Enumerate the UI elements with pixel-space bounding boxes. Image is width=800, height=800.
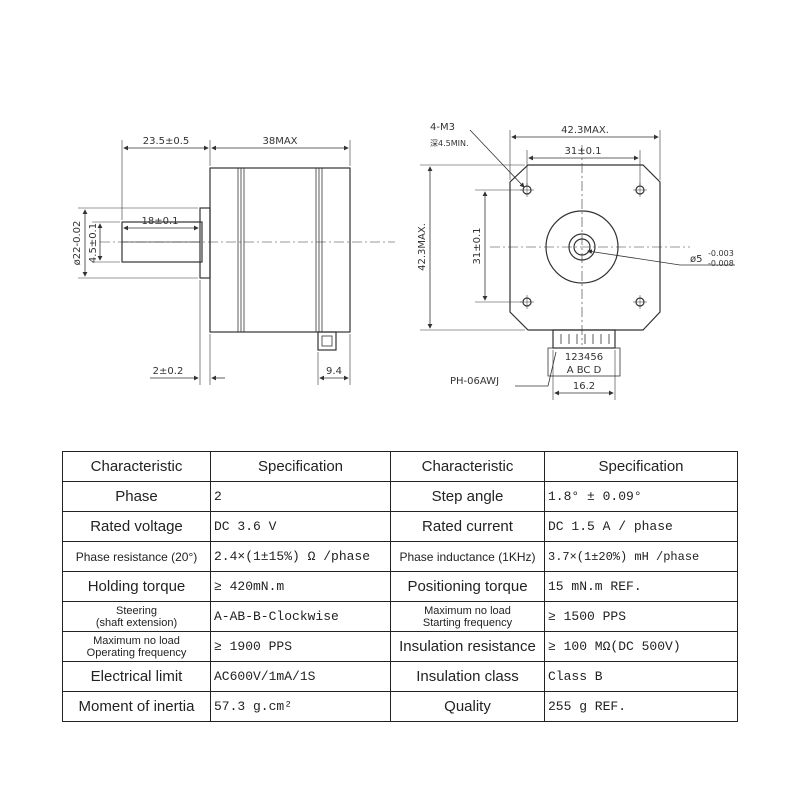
char-insulation-class: Insulation class: [390, 661, 545, 692]
side-connector: [317, 331, 337, 351]
char-operating-frequency-line1: Maximum no load: [93, 634, 180, 647]
char-starting-frequency: Maximum no load Starting frequency: [390, 601, 545, 632]
dim-body-length: 38MAX: [262, 136, 297, 147]
char-steering: Steering (shaft extension): [62, 601, 211, 632]
dim-hole-spacing-x: 31±0.1: [564, 146, 601, 157]
connector-width: 16.2: [573, 381, 595, 392]
front-view: [420, 129, 735, 400]
motor-face: [509, 164, 661, 331]
char-rated-voltage: Rated voltage: [62, 511, 211, 542]
holes-depth: 深4.5MIN.: [430, 139, 469, 148]
header-specification: Specification: [544, 451, 738, 482]
char-operating-frequency: Maximum no load Operating frequency: [62, 631, 211, 662]
spec-insulation-resistance: ≥ 100 MΩ(DC 500V): [544, 631, 738, 662]
side-view: [78, 140, 395, 385]
dim-shaft-diameter: ø22-0.02: [72, 221, 83, 266]
header-characteristic: Characteristic: [62, 451, 211, 482]
table-row: Rated voltage DC 3.6 V Rated current DC …: [62, 511, 738, 542]
spec-operating-frequency: ≥ 1900 PPS: [210, 631, 391, 662]
connector-model: PH-06AWJ: [450, 376, 499, 387]
char-phase-inductance: Phase inductance (1KHz): [390, 541, 545, 572]
table-row: Holding torque ≥ 420mN.m Positioning tor…: [62, 571, 738, 602]
dim-height: 42.3MAX.: [417, 223, 428, 271]
spec-quality: 255 g REF.: [544, 691, 738, 722]
spec-step-angle: 1.8° ± 0.09°: [544, 481, 738, 512]
char-operating-frequency-line2: Operating frequency: [86, 646, 187, 659]
table-row: Moment of inertia 57.3 g.cm² Quality 255…: [62, 691, 738, 722]
char-starting-frequency-line2: Starting frequency: [422, 616, 513, 629]
spec-holding-torque: ≥ 420mN.m: [210, 571, 391, 602]
pin-numbers: 123456: [565, 352, 603, 363]
char-starting-frequency-line1: Maximum no load: [424, 604, 511, 617]
dim-width: 42.3MAX.: [561, 125, 609, 136]
shaft-tol-lower: -0.008: [708, 259, 734, 268]
table-header: Characteristic Specification Characteris…: [62, 451, 738, 482]
spec-table: Characteristic Specification Characteris…: [62, 451, 738, 722]
spec-electrical-limit: AC600V/1mA/1S: [210, 661, 391, 692]
spec-phase: 2: [210, 481, 391, 512]
char-phase: Phase: [62, 481, 211, 512]
pin-letters: A BC D: [567, 365, 602, 376]
dim-shaft-length: 23.5±0.5: [143, 136, 190, 147]
char-holding-torque: Holding torque: [62, 571, 211, 602]
char-moment-of-inertia: Moment of inertia: [62, 691, 211, 722]
table-row: Steering (shaft extension) A-AB-B-Clockw…: [62, 601, 738, 632]
table-row: Phase 2 Step angle 1.8° ± 0.09°: [62, 481, 738, 512]
spec-insulation-class: Class B: [544, 661, 738, 692]
table-row: Electrical limit AC600V/1mA/1S Insulatio…: [62, 661, 738, 692]
char-positioning-torque: Positioning torque: [390, 571, 545, 602]
dim-hole-spacing-y: 31±0.1: [472, 227, 483, 264]
dim-boss-height: 2±0.2: [153, 366, 184, 377]
front-connector: [552, 329, 616, 349]
spec-phase-inductance: 3.7×(1±20%) mH /phase: [544, 541, 738, 572]
dim-flat-length: 18±0.1: [141, 216, 178, 227]
spec-positioning-torque: 15 mN.m REF.: [544, 571, 738, 602]
header-specification: Specification: [210, 451, 391, 482]
char-steering-line1: Steering: [116, 604, 157, 617]
technical-drawing: 23.5±0.5 38MAX 18±0.1 ø22-0.02 4.5±0.1 2…: [72, 122, 735, 400]
spec-starting-frequency: ≥ 1500 PPS: [544, 601, 738, 632]
char-rated-current: Rated current: [390, 511, 545, 542]
dim-connector: 9.4: [326, 366, 342, 377]
shaft-tol-upper: -0.003: [708, 249, 734, 258]
header-characteristic: Characteristic: [390, 451, 545, 482]
char-step-angle: Step angle: [390, 481, 545, 512]
spec-rated-voltage: DC 3.6 V: [210, 511, 391, 542]
spec-phase-resistance: 2.4×(1±15%) Ω /phase: [210, 541, 391, 572]
table-row: Phase resistance (20°) 2.4×(1±15%) Ω /ph…: [62, 541, 738, 572]
char-electrical-limit: Electrical limit: [62, 661, 211, 692]
spec-rated-current: DC 1.5 A / phase: [544, 511, 738, 542]
table-row: Maximum no load Operating frequency ≥ 19…: [62, 631, 738, 662]
char-steering-line2: (shaft extension): [95, 616, 178, 629]
shaft-diameter: ø5: [690, 254, 702, 265]
char-phase-resistance: Phase resistance (20°): [62, 541, 211, 572]
char-quality: Quality: [390, 691, 545, 722]
char-insulation-resistance: Insulation resistance: [390, 631, 545, 662]
spec-steering: A-AB-B-Clockwise: [210, 601, 391, 632]
motor-body: [209, 167, 351, 333]
dim-flat-depth: 4.5±0.1: [88, 223, 99, 263]
holes-label: 4-M3: [430, 122, 455, 133]
spec-moment-of-inertia: 57.3 g.cm²: [210, 691, 391, 722]
